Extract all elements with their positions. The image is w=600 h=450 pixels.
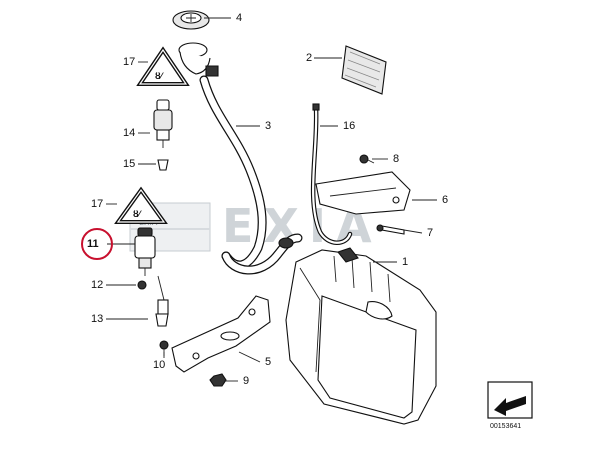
part-16-hose	[310, 103, 353, 245]
callout-number: 12	[91, 279, 103, 291]
callout-number: 11	[87, 238, 99, 250]
part-4-cap	[172, 10, 210, 30]
callout-number: 1	[402, 256, 408, 268]
callout-3[interactable]: 3	[236, 120, 271, 132]
callout-number: 13	[91, 313, 103, 325]
callout-number: 2	[306, 52, 312, 64]
part-12-nut	[137, 280, 147, 290]
part-1-reservoir	[285, 247, 437, 425]
callout-9[interactable]: 9	[224, 375, 249, 387]
part-7-bolt	[376, 224, 405, 235]
callout-number: 16	[343, 120, 355, 132]
highlight-ring	[81, 228, 113, 260]
callout-15[interactable]: 15	[123, 158, 156, 170]
callout-number: 17	[91, 198, 103, 210]
part-14-pump	[153, 99, 173, 148]
callout-5[interactable]: 5	[238, 351, 271, 368]
callout-number: 15	[123, 158, 135, 170]
svg-text:ȣ⁄: ȣ⁄	[155, 71, 165, 81]
callout-8[interactable]: 8	[372, 153, 399, 165]
callout-10[interactable]: 10	[153, 352, 165, 371]
callout-number: 9	[243, 375, 249, 387]
callout-leader-line	[238, 351, 261, 363]
callout-13[interactable]: 13	[91, 313, 148, 325]
callout-17[interactable]: 17	[91, 198, 117, 210]
part-5-bracket	[171, 295, 271, 373]
callout-number: 8	[393, 153, 399, 165]
callout-1[interactable]: 1	[373, 256, 408, 268]
part-9-nut	[209, 373, 227, 387]
callout-7[interactable]: 7	[403, 227, 433, 239]
part-2-seal	[341, 45, 387, 95]
callout-12[interactable]: 12	[91, 279, 136, 291]
callout-number: 5	[265, 356, 271, 368]
callout-2[interactable]: 2	[306, 52, 342, 64]
part-8-screw	[359, 154, 375, 164]
part-15-grommet	[157, 159, 169, 171]
part-6-bracket	[315, 171, 411, 215]
part-11-pump	[134, 227, 156, 276]
part-13-sensor	[155, 275, 169, 327]
arrow-icon	[494, 396, 526, 416]
callout-number: 3	[265, 120, 271, 132]
watermark-logo-stripe	[130, 228, 210, 230]
part-17-label-lower: ȣ⁄	[114, 186, 168, 224]
callout-number: 14	[123, 127, 135, 139]
svg-text:ȣ⁄: ȣ⁄	[133, 209, 143, 219]
callout-number: 6	[442, 194, 448, 206]
callout-number: 7	[427, 227, 433, 239]
watermark: EXIA EXIA	[129, 199, 372, 253]
callout-6[interactable]: 6	[412, 194, 448, 206]
callout-leader-line	[403, 229, 423, 234]
callout-14[interactable]: 14	[123, 127, 150, 139]
part-3-filler-hose	[178, 42, 303, 275]
callout-16[interactable]: 16	[320, 120, 355, 132]
callout-17[interactable]: 17	[123, 56, 148, 68]
diagram-code: 00153641	[490, 423, 521, 430]
callout-4[interactable]: 4	[204, 12, 242, 24]
callout-number: 10	[153, 359, 165, 371]
part-17-label-top: ȣ⁄	[136, 46, 190, 86]
diagram-nav-icon[interactable]	[487, 381, 533, 419]
callout-number: 4	[236, 12, 242, 24]
callout-number: 17	[123, 56, 135, 68]
